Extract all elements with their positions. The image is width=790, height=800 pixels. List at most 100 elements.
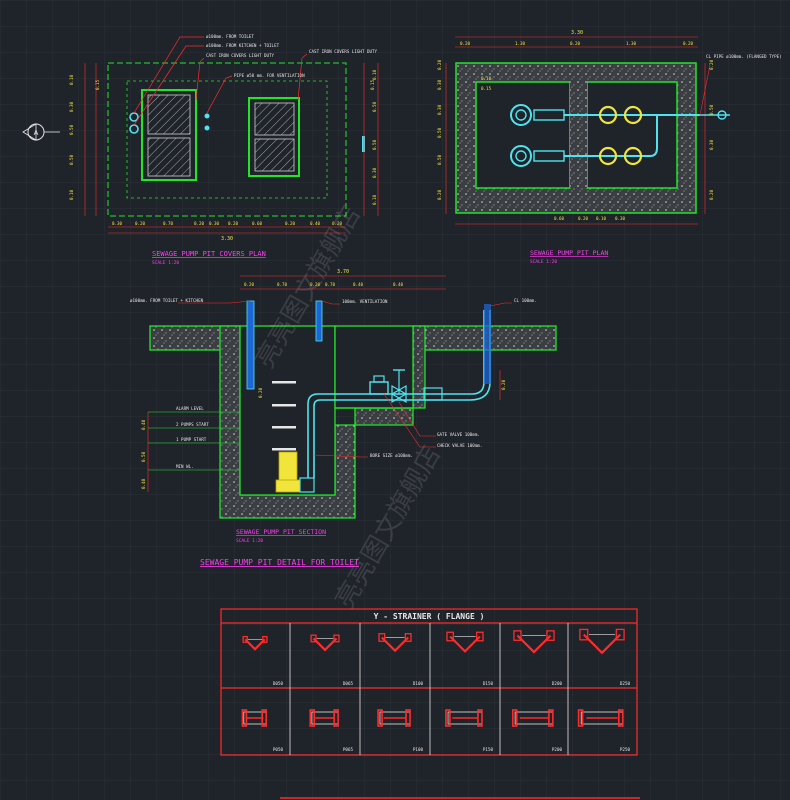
covers-plan-bottom-dim: 0.60 bbox=[252, 221, 263, 226]
section-dim: 0.20 bbox=[501, 379, 506, 390]
strainer-flange bbox=[333, 634, 340, 643]
strainer-flange bbox=[579, 628, 589, 641]
level-markers bbox=[272, 381, 296, 451]
gate-valve bbox=[390, 369, 408, 404]
strainer-code: D065 bbox=[343, 681, 354, 686]
covers-plan-right-dim: 0.50 bbox=[372, 101, 377, 112]
vent-pipe-plan bbox=[204, 113, 210, 119]
section-dim: 0.40 bbox=[141, 478, 146, 489]
covers-plan-note: CAST IRON COVERS LIGHT DUTY bbox=[206, 53, 275, 58]
pit-plan-leader bbox=[699, 64, 711, 116]
covers-plan-leaders bbox=[133, 36, 308, 126]
section-level-label: ALARM LEVEL bbox=[176, 406, 204, 411]
covers-plan-right-dim: 0.10 bbox=[372, 69, 377, 80]
strainer-flange bbox=[477, 709, 483, 727]
pit-plan-partition bbox=[570, 82, 587, 188]
covers-plan-note: PIPE ø50 mm. FOR VENTILATION bbox=[234, 73, 305, 78]
section-total: 3.70 bbox=[337, 269, 349, 275]
strainer-code: D100 bbox=[413, 681, 424, 686]
section-leaders bbox=[178, 300, 512, 458]
pit-plan-bottom-dim: 0.30 bbox=[615, 216, 626, 221]
cover-1-hatch-top bbox=[147, 94, 191, 135]
covers-plan bbox=[22, 36, 379, 234]
pit-plan-top-dim: 1.30 bbox=[626, 41, 637, 46]
section-note: BORE SIZE ø100mm. bbox=[370, 453, 413, 458]
covers-plan-total: 3.30 bbox=[221, 236, 233, 242]
covers-plan-slab bbox=[126, 80, 328, 199]
section-scale: SCALE 1:20 bbox=[236, 538, 263, 544]
pit-plan-left-dim: 0.50 bbox=[437, 127, 442, 138]
covers-plan-outline bbox=[107, 62, 347, 217]
strainer-flange bbox=[404, 633, 412, 642]
flange-joint bbox=[423, 387, 443, 401]
strainer-code: P100 bbox=[413, 747, 424, 752]
section-note: 100mm. VENTILATION bbox=[342, 299, 388, 304]
strainer-flange bbox=[241, 709, 248, 727]
covers-plan-bottom-dim: 0.20 bbox=[194, 221, 205, 226]
covers-plan-top-dim: 0.15 bbox=[370, 79, 375, 90]
pit-plan-bottom-dim: 0.20 bbox=[578, 216, 589, 221]
section-title: SEWAGE PUMP PIT SECTION bbox=[236, 528, 326, 536]
y-strainer-front-view bbox=[516, 634, 552, 654]
y-strainer-front-view bbox=[381, 636, 409, 653]
covers-plan-bottom-dim: 0.20 bbox=[332, 221, 343, 226]
cover-2-hatch-top bbox=[254, 102, 295, 136]
section-dim: 0.50 bbox=[141, 451, 146, 462]
section-level-lines bbox=[148, 411, 240, 471]
pit-plan-bottom-dim: 0.60 bbox=[554, 216, 565, 221]
pit-plan-left-dim: 0.50 bbox=[437, 154, 442, 165]
strainer-flange bbox=[309, 709, 316, 727]
pit-plan-valve-chamber bbox=[586, 81, 678, 189]
section-dim-lines bbox=[147, 275, 501, 492]
covers-plan-note: CAST IRON COVERS LIGHT DUTY bbox=[309, 49, 378, 54]
strainer-flange bbox=[577, 709, 584, 727]
pit-plan-top-dim: 0.20 bbox=[460, 41, 471, 46]
y-strainer-front-view bbox=[583, 633, 621, 655]
covers-plan-left-dim: 0.10 bbox=[69, 74, 74, 85]
covers-plan-scale: SCALE 1:20 bbox=[152, 260, 179, 266]
strainer-icons: D050P050D065P065D100P100D150P150D200P200… bbox=[241, 628, 631, 752]
submersible-pump bbox=[275, 451, 315, 493]
pit-plan-right-dim: 0.20 bbox=[709, 59, 714, 70]
y-strainer-front-view bbox=[244, 638, 266, 651]
pit-plan-left-dim: 0.20 bbox=[437, 59, 442, 70]
section-valve-chamber bbox=[334, 325, 414, 409]
pit-plan-dim-lines bbox=[445, 36, 706, 225]
section-top-dim: 0.40 bbox=[393, 282, 404, 287]
covers-plan-note: ø100mm. FROM KITCHEN + TOILET bbox=[206, 43, 280, 48]
strainer-flange bbox=[617, 709, 624, 727]
strainer-code: P250 bbox=[620, 747, 631, 752]
section-level-label: MIN WL. bbox=[176, 464, 194, 469]
section-note: ø100mm. FROM TOILET + KITCHEN bbox=[130, 298, 204, 303]
pit-plan-scale: SCALE 1:20 bbox=[530, 259, 557, 265]
pit-plan-title: SEWAGE PUMP PIT PLAN bbox=[530, 249, 608, 257]
section-note: CHECK VALVE 100mm. bbox=[437, 443, 482, 448]
pit-plan-top-dim: 0.20 bbox=[683, 41, 694, 46]
pit-plan-right-dim: 0.50 bbox=[709, 104, 714, 115]
pit-plan-total: 3.30 bbox=[571, 30, 583, 36]
covers-plan-top-dim: 0.15 bbox=[95, 79, 100, 90]
covers-plan-bottom-dim: 0.20 bbox=[135, 221, 146, 226]
strainer-flange bbox=[262, 635, 268, 643]
pit-plan-left-dim: 0.30 bbox=[437, 79, 442, 90]
y-strainer-front-view bbox=[312, 637, 338, 652]
covers-plan-left-dim: 0.30 bbox=[69, 101, 74, 112]
strainer-flange bbox=[513, 630, 522, 641]
section-dim: 0.40 bbox=[141, 419, 146, 430]
covers-plan-dim-lines bbox=[84, 63, 379, 234]
pit-plan-inner-dim: 0.10 bbox=[481, 76, 492, 81]
covers-plan-title: SEWAGE PUMP PIT COVERS PLAN bbox=[152, 250, 266, 258]
pit-plan-note: CL PIPE ø100mm. (FLANGED TYPE) bbox=[706, 54, 782, 59]
section-top-dim: 0.20 bbox=[244, 282, 255, 287]
strainer-code: P065 bbox=[343, 747, 354, 752]
riser-pipe bbox=[484, 304, 491, 384]
strainer-flange bbox=[445, 709, 451, 727]
inlet-pipe bbox=[246, 300, 255, 390]
covers-plan-bottom-dim: 0.40 bbox=[310, 221, 321, 226]
strainer-flange bbox=[242, 635, 248, 643]
vent-pipe bbox=[315, 300, 323, 342]
covers-plan-left-dim: 0.50 bbox=[69, 154, 74, 165]
strainer-flange bbox=[310, 634, 317, 643]
strainer-table bbox=[220, 608, 640, 799]
